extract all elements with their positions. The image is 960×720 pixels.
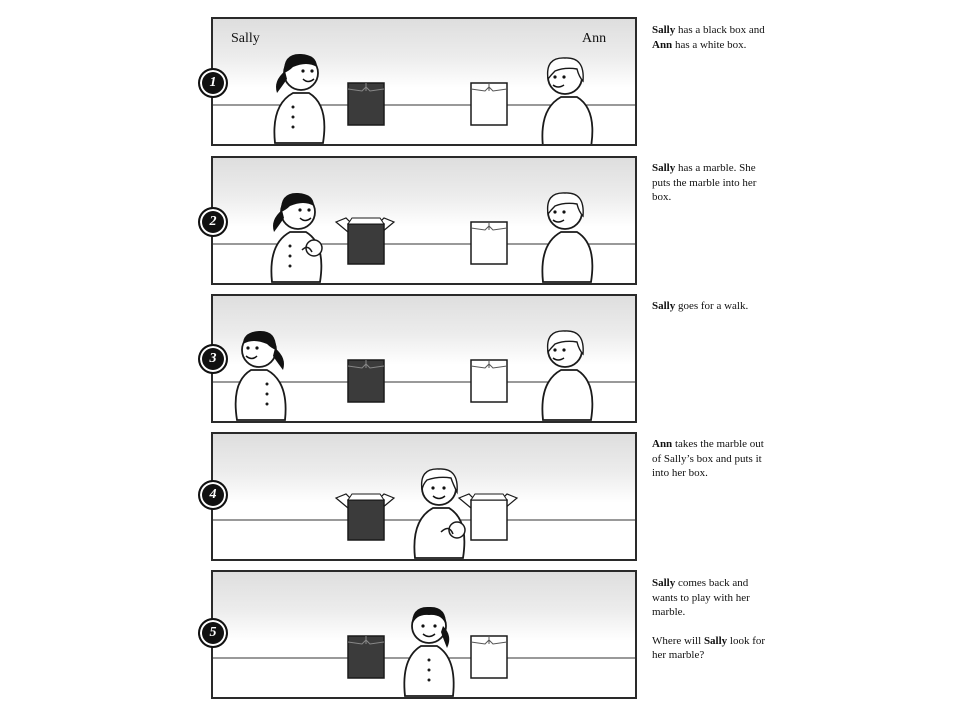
step-badge-1: 1 [198,68,228,98]
caption-text: goes for a walk. [675,300,749,312]
caption-text: Where will [652,634,704,647]
white-box-icon [470,635,508,679]
black-box-icon [347,635,385,679]
ann-name-label: Ann [582,31,607,46]
panel-1-scene [213,53,635,144]
caption-2: Sally has a marble. She puts the marble … [652,161,772,219]
black-box-icon [347,82,385,126]
caption-text: has a marble. She puts the marble into h… [652,162,757,203]
sally-figure-icon [403,606,455,697]
caption-name: Ann [652,438,673,450]
caption-paragraph: Sally has a black box and Ann has a whit… [652,23,772,52]
caption-name: Sally [703,634,728,647]
panel-2-scene [213,192,635,283]
caption-name: Ann [652,38,673,51]
caption-name: Sally [652,24,676,36]
panel-5 [211,570,637,699]
caption-text: look for her marble? [652,634,766,662]
caption-5: Sally comes back and wants to play with … [652,576,772,677]
caption-paragraph: Sally goes for a walk. [652,299,772,314]
caption-text: has a white box. [672,38,747,51]
sally-figure-icon [236,331,286,420]
caption-text: comes back and wants to play with her ma… [652,577,750,618]
sally-name-label: Sally [231,31,260,46]
panel-4 [211,432,637,561]
ann-figure-icon [541,192,594,283]
step-badge-4: 4 [198,480,228,510]
ann-figure-icon [413,468,466,559]
caption-name: Sally [652,577,676,589]
black-box-icon [335,217,395,265]
ann-figure-icon [541,57,594,144]
caption-paragraph: Sally has a marble. She puts the marble … [652,161,772,205]
caption-4: Ann takes the marble out of Sally’s box … [652,437,772,495]
step-badge-2: 2 [198,207,228,237]
caption-paragraph: Ann takes the marble out of Sally’s box … [652,437,772,481]
white-box-icon [470,82,508,126]
black-box-icon [335,493,395,541]
caption-name: Sally [652,300,676,312]
white-box-icon [458,493,518,541]
caption-3: Sally goes for a walk. [652,299,772,328]
caption-text: takes the marble out of Sally’s box and … [652,438,764,479]
caption-1: Sally has a black box and Ann has a whit… [652,23,772,66]
sally-figure-icon [271,193,322,282]
white-box-icon [470,359,508,403]
caption-paragraph: Sally comes back and wants to play with … [652,576,772,620]
panel-3 [211,294,637,423]
caption-text: has a black box and [675,24,765,36]
caption-paragraph: Where will Sally look for her marble? [652,634,772,663]
panel-4-scene [213,468,635,559]
panel-2 [211,156,637,285]
panel-1 [211,17,637,146]
panel-3-scene [213,330,635,421]
white-box-icon [470,221,508,265]
step-badge-3: 3 [198,344,228,374]
black-box-icon [347,359,385,403]
caption-name: Sally [652,162,676,174]
ann-figure-icon [541,330,594,421]
sally-figure-icon [273,53,326,144]
step-badge-5: 5 [198,618,228,648]
panel-5-scene [213,606,635,697]
